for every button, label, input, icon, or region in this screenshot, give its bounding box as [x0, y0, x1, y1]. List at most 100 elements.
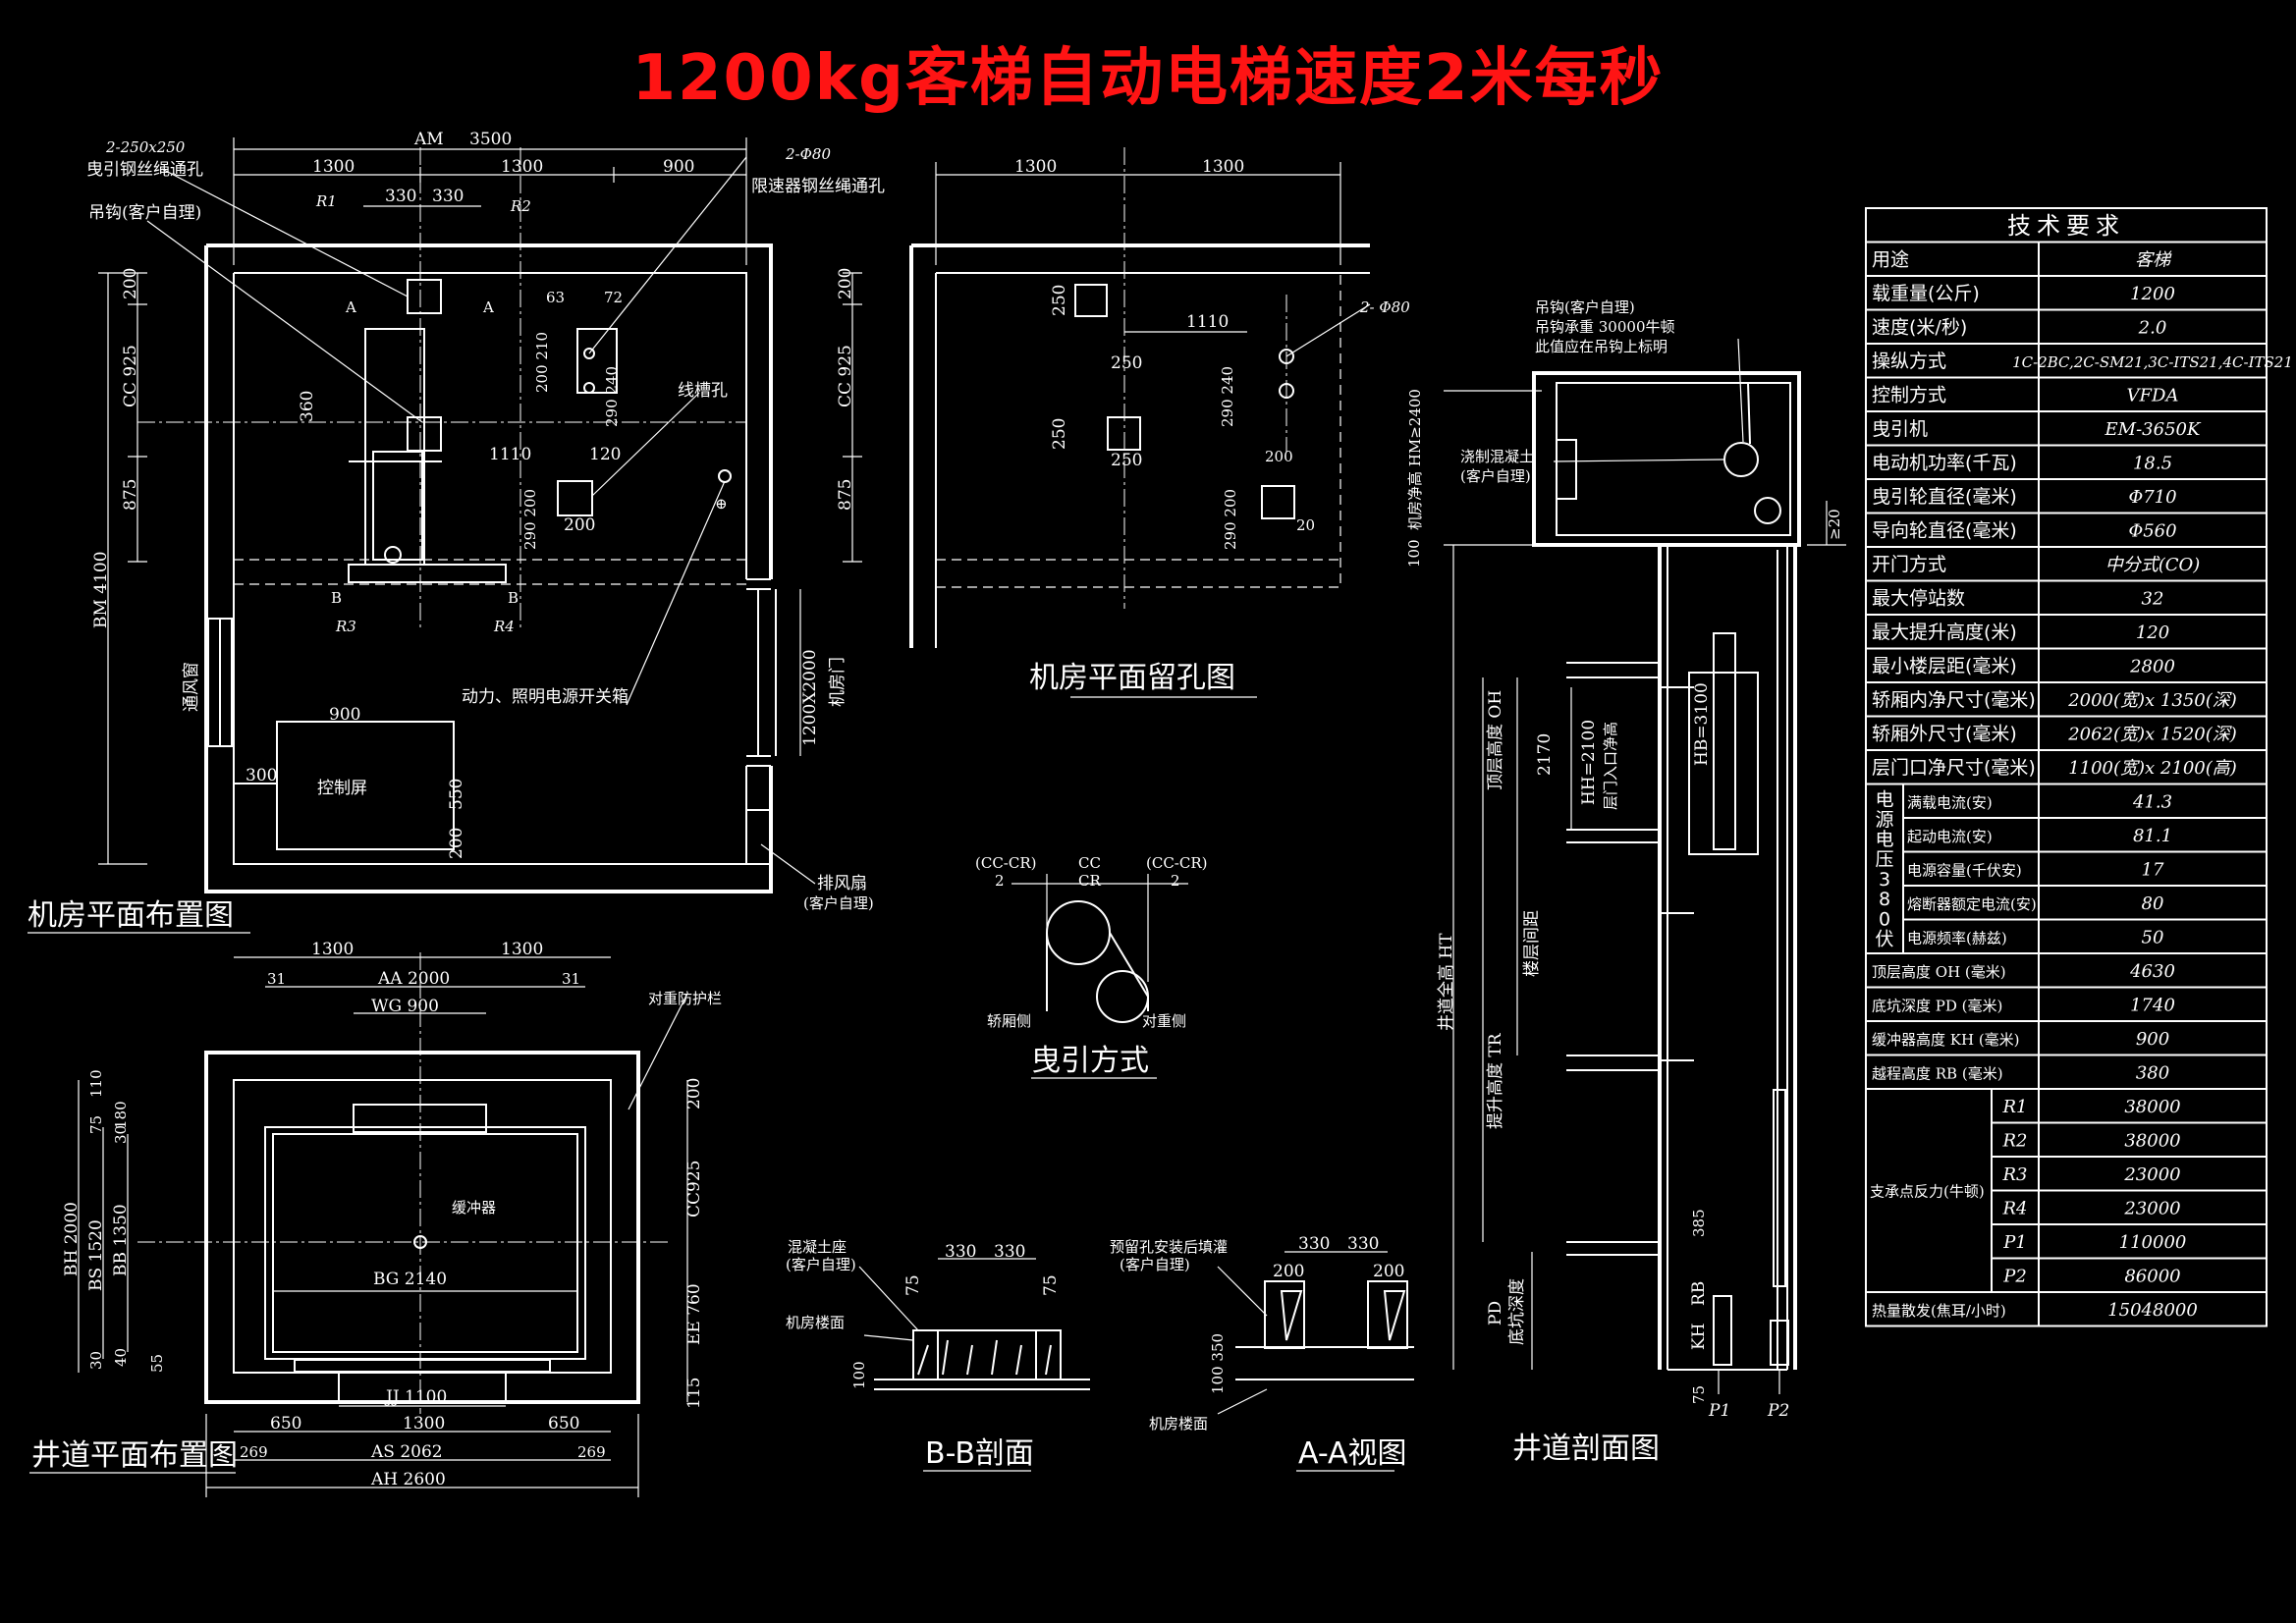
- bb-section-drawing: 混凝土座 (客户自理) 机房楼面 330 330 75 75 100 B-B剖面: [786, 1238, 1090, 1472]
- spec-power-group-char: 电: [1875, 829, 1893, 850]
- exhaust-fan-label: 排风扇: [817, 874, 867, 893]
- dim-label: 31: [562, 970, 580, 988]
- spec-reaction-label: R2: [2001, 1131, 2027, 1152]
- dim-label: 1110: [1186, 312, 1229, 332]
- spec-power-group-char: 3: [1879, 869, 1890, 891]
- power-box-label: 动力、照明电源开关箱: [462, 687, 629, 707]
- spec-row-value: 1C-2BC,2C-SM21,3C-ITS21,4C-ITS21: [2012, 353, 2293, 371]
- spec-row-value: 2.0: [2138, 318, 2167, 339]
- dim-label: 900: [329, 705, 360, 725]
- rope-hole-label: 曳引钢丝绳通孔: [86, 160, 203, 180]
- drawing-title: 1200kg客梯自动电梯速度2米每秒: [631, 42, 1665, 115]
- ah-label: AH 2600: [370, 1470, 446, 1489]
- dim-label: 120: [589, 445, 621, 464]
- caption-machine-room-holes: 机房平面留孔图: [1029, 661, 1235, 695]
- cc925-label: CC925: [684, 1161, 704, 1217]
- spec-row-value: Φ560: [2128, 521, 2176, 542]
- dim-label: 200: [1373, 1262, 1404, 1281]
- dim-label: 75: [903, 1274, 923, 1296]
- spec-row-label: 轿厢外尺寸(毫米): [1872, 724, 2017, 745]
- r2-label: R2: [510, 197, 531, 215]
- dim-label: 290 200: [521, 489, 539, 550]
- spec-power-label: 熔断器额定电流(安): [1907, 895, 2037, 913]
- r3-label: R3: [335, 618, 356, 635]
- traction-drawing: (CC-CR) 2 CC CR (CC-CR) 2 轿厢侧 对重侧 曳引方式: [975, 854, 1208, 1079]
- pd-label: PD: [1486, 1301, 1505, 1325]
- dim-label: 75: [87, 1115, 105, 1134]
- tr-label: 提升高度 TR: [1486, 1032, 1505, 1129]
- p2-label: P2: [1767, 1401, 1789, 1421]
- as-label: AS 2062: [370, 1442, 443, 1462]
- bg-label: BG 2140: [373, 1270, 447, 1289]
- buffer-label: 缓冲器: [452, 1199, 496, 1217]
- spec-row-label: 曳引轮直径(毫米): [1872, 486, 2017, 508]
- cc-cr-two: 2: [1171, 872, 1180, 890]
- dim-label: 200: [684, 1078, 704, 1109]
- spec-power-label: 电源容量(千伏安): [1907, 862, 2022, 880]
- section-b-label: B: [331, 589, 342, 607]
- spec-row-label: 开门方式: [1872, 554, 1946, 575]
- dim-label: 115: [684, 1378, 704, 1409]
- dim-label: 269: [577, 1443, 606, 1461]
- door-clear-label: 层门入口净高: [1602, 722, 1619, 810]
- bh-label: BH 2000: [62, 1202, 82, 1276]
- dim-label: 300: [246, 766, 277, 785]
- spec-row-value: 15048000: [2107, 1300, 2198, 1321]
- dim-label: 75: [1041, 1274, 1061, 1296]
- dim-label: 330: [994, 1242, 1025, 1262]
- spec-row-label: 缓冲器高度 KH (毫米): [1872, 1031, 2020, 1049]
- pit-depth-label: 底坑深度: [1507, 1278, 1527, 1345]
- dim-label: 290 240: [1219, 366, 1236, 427]
- kh-label: KH: [1689, 1323, 1709, 1350]
- dim-label: 250: [1050, 285, 1069, 316]
- spec-power-value: 50: [2142, 928, 2164, 948]
- dim-label: 200: [1265, 448, 1293, 465]
- dim-label: 650: [270, 1414, 301, 1434]
- caption-hoistway-plan: 井道平面布置图: [31, 1438, 238, 1473]
- spec-row-value: EM-3650K: [2105, 419, 2202, 440]
- cast-concrete-label: 浇制混凝土: [1460, 448, 1534, 465]
- mr-floor-label: 机房楼面: [786, 1314, 845, 1331]
- cc925-label: CC 925: [836, 345, 855, 407]
- phi80-label: 2- Φ80: [1359, 298, 1410, 316]
- dim-label: 385: [1690, 1209, 1708, 1237]
- spec-row-label: 电动机功率(千瓦): [1872, 453, 2017, 474]
- hm-label: 机房净高 HM≥2400: [1406, 389, 1424, 530]
- r1-label: R1: [315, 192, 337, 210]
- spec-power-value: 80: [2142, 893, 2164, 914]
- spec-reaction-value: 23000: [2123, 1164, 2180, 1185]
- hole-spec-label: 2-250x250: [105, 138, 186, 156]
- hole-spec-label: 2-Φ80: [785, 145, 831, 163]
- hook-load-label: 吊钩承重 30000牛顿: [1535, 318, 1675, 336]
- jj-label: JJ 1100: [384, 1387, 447, 1407]
- dim-label: 1300: [1014, 157, 1057, 177]
- caption-bb-section: B-B剖面: [925, 1436, 1034, 1471]
- control-panel-label: 控制屏: [317, 779, 367, 798]
- dim-label: 1300: [501, 157, 543, 177]
- floor-distance-label: 楼层间距: [1522, 910, 1542, 977]
- spec-row-label: 热量散发(焦耳/小时): [1872, 1302, 2006, 1320]
- spec-row-label: 曳引机: [1872, 418, 1928, 440]
- spec-power-group-char: 电: [1875, 789, 1893, 811]
- customer-own-label: (客户自理): [1120, 1256, 1190, 1273]
- dim-label: 330: [945, 1242, 976, 1262]
- caption-aa-view: A-A视图: [1298, 1436, 1407, 1471]
- spec-reaction-label: P1: [2002, 1232, 2027, 1253]
- dim-label: 30: [112, 1125, 130, 1144]
- dim-label: 200: [1273, 1262, 1304, 1281]
- machine-room-layout-drawing: ⊕ AM 3500 1300 1300 900 330 330 2-250x25…: [27, 130, 885, 934]
- mr-floor-label: 机房楼面: [1149, 1415, 1208, 1433]
- dim-label: 330: [1347, 1234, 1379, 1254]
- spec-row-value: 4630: [2129, 961, 2175, 982]
- dim-label: 250: [1111, 451, 1142, 470]
- hb-label: HB=3100: [1692, 682, 1712, 766]
- ee760-label: EE 760: [684, 1283, 704, 1345]
- spec-table-header: 技术要求: [2007, 212, 2125, 240]
- dim-label: 200 210: [533, 332, 551, 393]
- hook-label: 吊钩(客户自理): [88, 203, 201, 223]
- ge20-label: ≥20: [1826, 509, 1843, 540]
- spec-reaction-label: R3: [2001, 1164, 2027, 1185]
- dim-label: 75: [1690, 1385, 1708, 1404]
- spec-power-group-char: 源: [1875, 809, 1893, 831]
